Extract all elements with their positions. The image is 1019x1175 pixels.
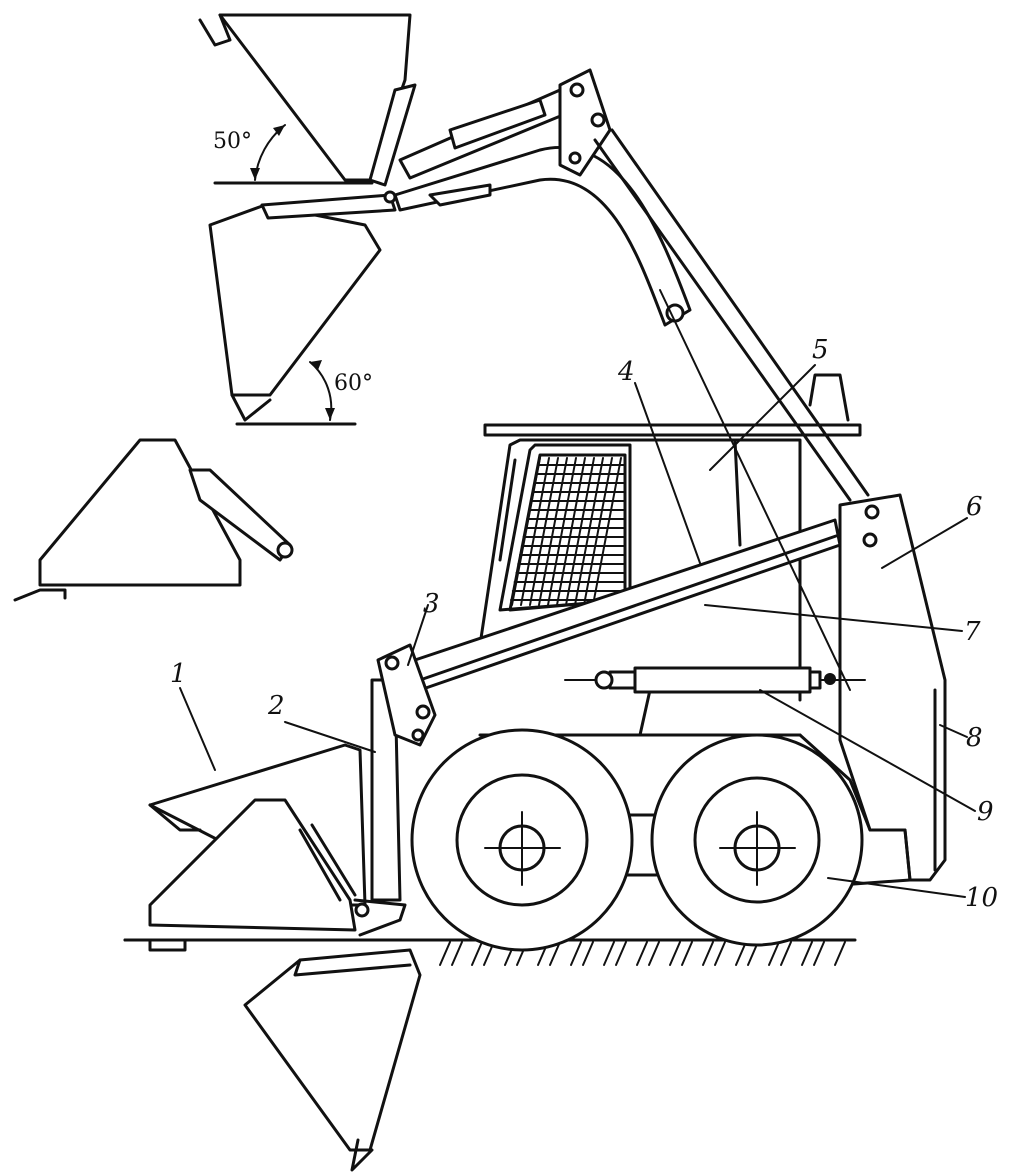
rear-frame bbox=[838, 493, 947, 882]
callout-5: 5 bbox=[812, 335, 829, 365]
tilt-cylinder bbox=[564, 666, 866, 694]
rear-wheel bbox=[650, 733, 864, 947]
front-wheel bbox=[410, 728, 634, 952]
cab-door-mesh bbox=[498, 443, 632, 612]
callout-3: 3 bbox=[423, 589, 440, 619]
bucket-raised-50 bbox=[198, 13, 417, 187]
angle-60-indicator: 60° bbox=[235, 360, 373, 426]
callout-8: 8 bbox=[966, 723, 983, 753]
bucket-below-grade-position bbox=[243, 948, 422, 1172]
callout-6: 6 bbox=[966, 492, 983, 522]
angle-label-60: 60° bbox=[334, 371, 373, 396]
angle-label-50: 50° bbox=[213, 129, 252, 154]
callout-9: 9 bbox=[977, 797, 994, 827]
ground-hatching bbox=[439, 941, 846, 966]
callout-7: 7 bbox=[964, 617, 981, 647]
callout-10: 10 bbox=[965, 883, 998, 913]
callout-4: 4 bbox=[617, 357, 635, 387]
bucket-ground-position bbox=[123, 743, 407, 952]
cab bbox=[478, 373, 862, 737]
angle-50-indicator: 50° bbox=[213, 124, 374, 185]
callout-1: 1 bbox=[170, 659, 187, 689]
callout-labels: 1 2 3 4 5 6 7 8 9 10 bbox=[170, 335, 998, 913]
leader-lines bbox=[179, 364, 976, 898]
callout-2: 2 bbox=[267, 691, 285, 721]
front-linkage bbox=[370, 643, 437, 902]
bucket-raised-60 bbox=[208, 190, 397, 422]
lift-arm-raised bbox=[393, 68, 870, 691]
bucket-carry-position bbox=[13, 438, 294, 602]
